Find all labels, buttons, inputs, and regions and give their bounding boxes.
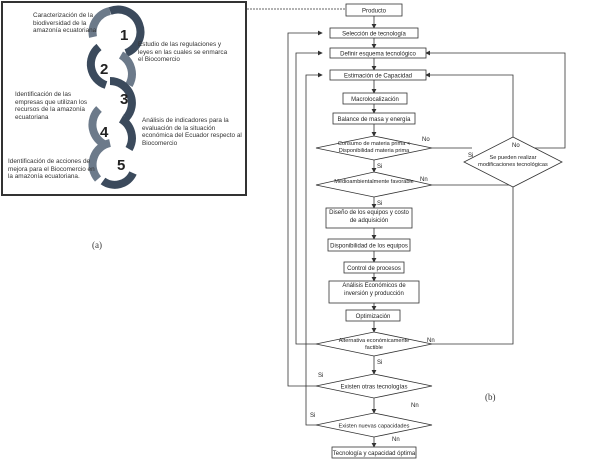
label-control: Control de procesos — [347, 266, 401, 272]
label-modificaciones: Se pueden realizar modificaciones tecnol… — [478, 155, 548, 168]
box-macro — [342, 92, 408, 105]
step-number-4: 4 — [100, 124, 109, 141]
chain-arc-1 — [108, 5, 145, 57]
decision-nuevas — [315, 412, 433, 438]
panel-a-label: (a) — [92, 240, 102, 250]
box-producto — [345, 3, 403, 17]
panel-b-label: (b) — [485, 392, 496, 402]
step-text-3: Identificación de las empresas que utili… — [15, 91, 88, 121]
step-text-4: Análisis de indicadores para la evaluaci… — [142, 117, 242, 147]
edge-label-si-nuevas: Si — [310, 413, 315, 419]
step-text-2: Estudio de las regulaciones y leyes en l… — [138, 41, 228, 64]
edge-label-nn-medio: Nn — [420, 177, 428, 183]
box-seleccion — [329, 27, 419, 39]
edge-label-si-medio: Si — [377, 201, 382, 207]
box-diseno — [325, 207, 413, 229]
edge-label-no-consumo: No — [422, 137, 430, 143]
box-balance — [332, 112, 416, 125]
step-number-3: 3 — [120, 91, 128, 108]
box-analisis — [328, 280, 420, 304]
chain-arc-2 — [88, 7, 112, 38]
label-esquema: Definir esquema tecnológico — [340, 52, 416, 58]
label-final: Tecnología y capacidad óptima — [333, 451, 416, 457]
edge-label-si-consumo: Si — [377, 164, 382, 170]
panel-a-chain: 1 2 3 4 5 — [86, 5, 145, 189]
step-number-2: 2 — [100, 61, 108, 78]
edge-label-si-otras: Si — [318, 373, 323, 379]
step-number-5: 5 — [117, 157, 125, 174]
label-seleccion: Selección de tecnología — [342, 32, 406, 38]
decision-modificaciones — [463, 136, 563, 188]
chain-arc-9 — [100, 171, 137, 189]
label-capacidad: Estimación de Capacidad — [344, 74, 412, 80]
chain-arc-3 — [86, 43, 108, 89]
decision-consumo — [315, 135, 433, 161]
edge-label-nn-otras: Nn — [411, 403, 419, 409]
label-alternativa: Alternativa económicamente factible — [338, 338, 410, 351]
chain-arc-5 — [109, 77, 136, 121]
label-consumo: Consumo de materia prima < Disponibilida… — [337, 141, 411, 154]
chain-arc-4 — [118, 51, 136, 87]
decision-alternativa — [315, 331, 433, 357]
label-medio: Medioambientalmente favorable — [334, 179, 414, 185]
decision-medio — [315, 171, 433, 198]
box-control — [343, 261, 405, 274]
label-disponibilidad: Disponibilidad de los equipos — [330, 244, 408, 250]
label-nuevas: Existen nuevas capacidades — [339, 424, 410, 430]
label-balance: Balance de masa y energía — [337, 117, 411, 123]
edge-label-nn-nuevas: Nn — [392, 437, 400, 443]
label-diseno: Diseño de los equipos y costo de adquisi… — [329, 210, 409, 224]
label-analisis: Análisis Económicos de inversión y produ… — [342, 283, 406, 297]
label-otras: Existen otras tecnologías — [340, 385, 407, 391]
box-disponibilidad — [327, 238, 411, 252]
label-macro: Macrolocalización — [351, 97, 399, 103]
label-producto: Producto — [362, 9, 387, 15]
edge-label-si-alt: Si — [377, 360, 382, 366]
box-final — [331, 446, 417, 459]
label-optimizacion: Optimización — [356, 314, 391, 320]
step-number-1: 1 — [120, 27, 128, 44]
step-text-1: Caracterización de la biodiversidad de l… — [33, 12, 97, 35]
edge-label-nn-alt: Nn — [427, 338, 435, 344]
panel-a-frame: 1 2 3 4 5 Caracterización de la biodiver… — [1, 1, 247, 196]
edge-label-no-mod: No — [512, 143, 520, 149]
box-esquema — [329, 47, 427, 59]
decision-otras — [315, 373, 433, 399]
chain-arc-8 — [88, 139, 112, 182]
box-optimizacion — [345, 309, 401, 322]
chain-arc-7 — [118, 115, 136, 151]
box-capacidad — [329, 69, 427, 81]
step-text-5: Identificación de acciones de mejora par… — [8, 158, 95, 181]
edge-label-si-mod: Si — [468, 153, 473, 159]
